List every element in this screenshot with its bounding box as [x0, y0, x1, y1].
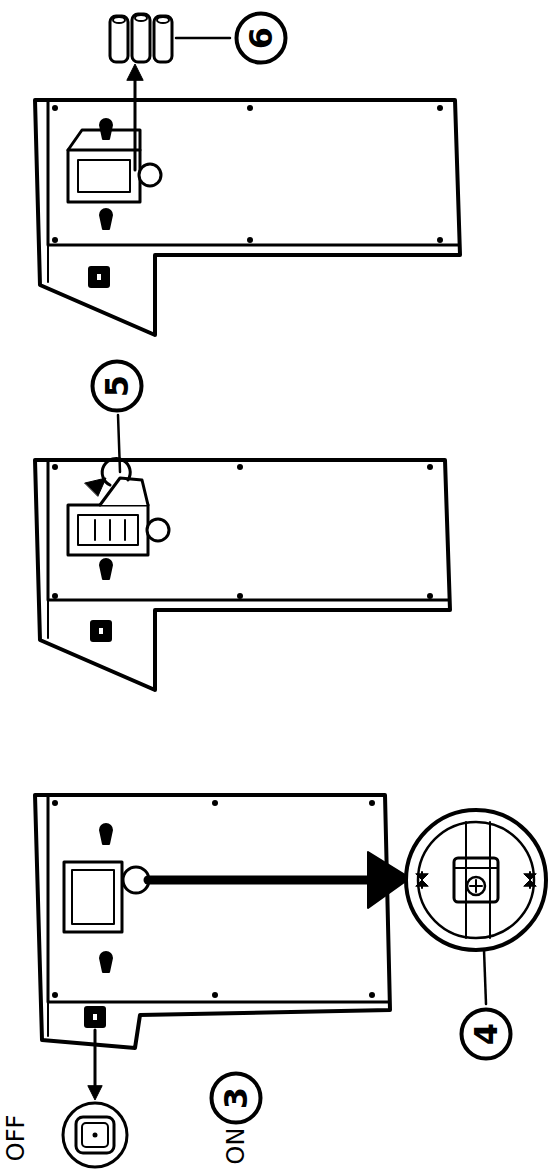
- power-switch-detail: [63, 1030, 127, 1167]
- switch-position-label: ON: [224, 1128, 248, 1165]
- callout-circle: 6: [234, 11, 288, 65]
- cover-lock-detail: [406, 810, 546, 1004]
- callout-number: 6: [245, 27, 277, 49]
- housing-rear-battery-removed: [35, 64, 460, 335]
- housing-rear-cover-open: [35, 415, 450, 690]
- callout-number: 4: [470, 1023, 502, 1045]
- callout-number: 3: [220, 1087, 252, 1109]
- switch-position-wrap: OFF: [2, 1113, 30, 1164]
- callout-number: 5: [101, 375, 133, 397]
- callout-circle: 5: [90, 359, 144, 413]
- callout-circle: 4: [459, 1007, 513, 1061]
- switch-position-wrap: ON: [222, 1126, 250, 1167]
- switch-position-label: OFF: [4, 1115, 28, 1162]
- callout-circle: 3: [209, 1071, 263, 1125]
- batteries: [110, 14, 230, 62]
- housing-rear-closed: [35, 795, 410, 1048]
